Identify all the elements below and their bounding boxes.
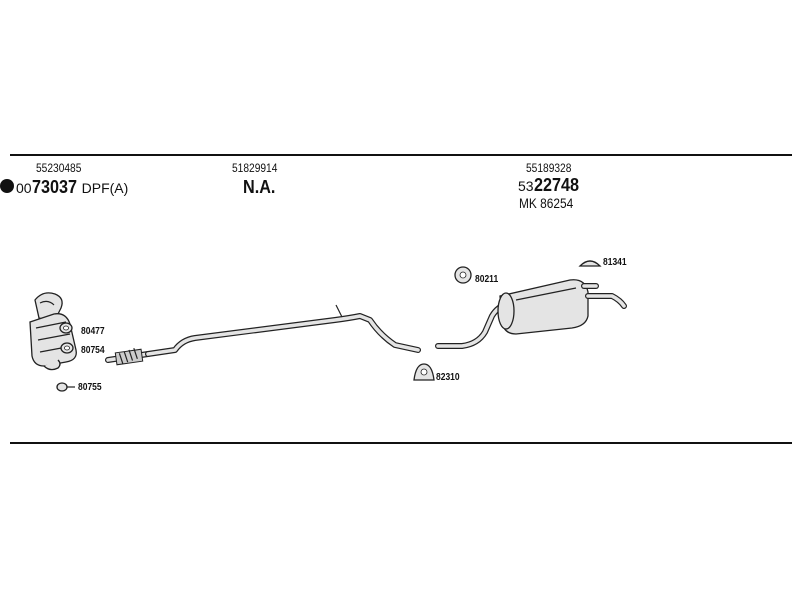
tail-pipes: [581, 283, 627, 309]
part-label-82310: 82310: [436, 372, 460, 383]
section1-code-prefix: 00: [16, 180, 32, 196]
rear-muffler: [497, 279, 589, 335]
top-rule: [10, 154, 792, 156]
section2-code: N.A.: [243, 177, 276, 197]
clamp-82310-icon: [413, 363, 435, 381]
part-label-80754: 80754: [81, 345, 105, 356]
gasket-80477-icon: [59, 322, 73, 334]
section1-ref: 55230485: [36, 161, 82, 175]
section3-code-main: 22748: [533, 175, 579, 195]
gasket-80754-icon: [60, 342, 74, 354]
clamp-80755-icon: [56, 382, 75, 392]
hanger-81341-icon: [578, 260, 602, 267]
section3-code-prefix: 53: [518, 178, 534, 194]
section3-alt-code: MK 86254: [519, 195, 574, 211]
intermediate-pipe: [145, 304, 421, 357]
section2-ref: 51829914: [232, 161, 278, 175]
flex-pipe: [105, 348, 151, 366]
section3-code: 5322748: [518, 176, 584, 195]
rubber-mount-80211-icon: [454, 266, 472, 284]
part-label-80211: 80211: [475, 274, 499, 285]
part-label-80477: 80477: [81, 326, 105, 337]
part-label-80755: 80755: [78, 382, 102, 393]
section1-code-suffix: DPF(A): [81, 180, 129, 196]
bottom-rule: [10, 442, 792, 444]
part-label-81341: 81341: [603, 257, 627, 268]
section-bullet-icon: [0, 179, 14, 193]
section3-ref: 55189328: [526, 161, 572, 175]
section1-code-main: 73037: [31, 177, 77, 197]
